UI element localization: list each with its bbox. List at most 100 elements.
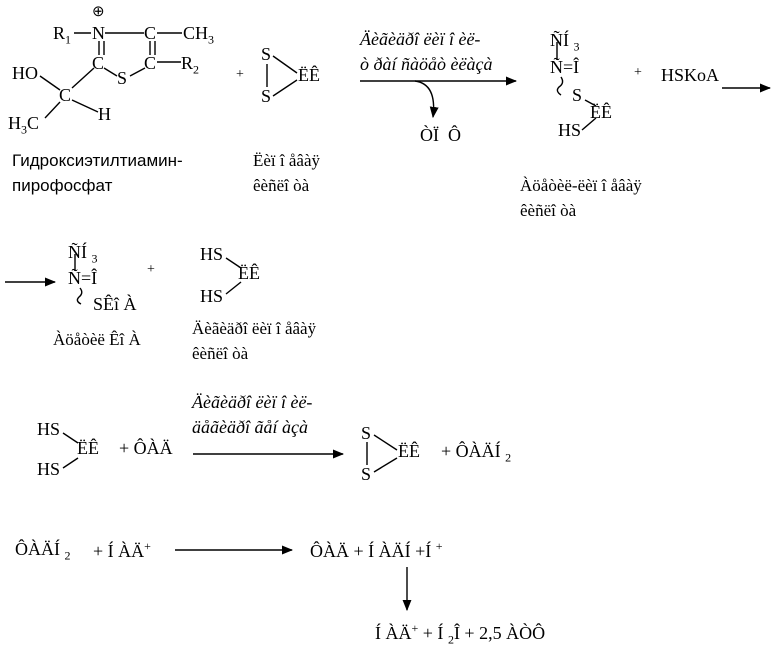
nad-superscript: + (144, 539, 151, 553)
lipoic-name-line1: Ëèï î åâàÿ (253, 151, 321, 170)
positive-charge-symbol: ⊕ (92, 4, 105, 20)
bond-hs-lk (581, 117, 597, 131)
lipoic-lk-label: ËÊ (298, 65, 320, 85)
bond-calpha-h (71, 99, 99, 113)
fad-nadh-products: ÔÀÄ + Í ÀÄÍ +Í + (310, 540, 443, 560)
r1-subscript: 1 (65, 32, 72, 47)
acetyl-lipoic-sulfur: S (572, 85, 583, 105)
acetyl-carbonyl: Ñ=Î (550, 57, 580, 77)
acetyl-lipoic-lk: ËÊ (590, 102, 612, 122)
final-water-subscript: 2 (447, 632, 454, 647)
fadh2-text: + ÔÀÄÍ (441, 441, 501, 461)
acetylcoa-subscript: 3 (91, 251, 98, 266)
lipoic-name-line2: êèñëî òà (253, 176, 310, 195)
methyl-group: CH3 (183, 24, 214, 46)
wavy-bond-acyl (556, 76, 564, 96)
oxidized-lipoamide-lk: ËÊ (398, 441, 420, 461)
methyl-ch: CH (183, 23, 209, 43)
methyl-subscript: 3 (208, 32, 215, 47)
r2-substituent: R2 (181, 54, 199, 76)
thiazolium-c2: C (92, 53, 105, 73)
alpha-carbon: C (59, 85, 72, 105)
final-nad-superscript: + (411, 621, 419, 635)
bond-s-lk (584, 99, 597, 107)
final-nad-text: Í ÀÄ (375, 623, 412, 643)
thiazolium-c5: C (144, 53, 157, 73)
acetyl-ch: ÑÍ (550, 30, 569, 50)
arrow-tpp-release (414, 80, 439, 119)
bond-s-lk-bottom-r3 (373, 457, 398, 473)
hydroxyl-group: HO (12, 63, 38, 83)
acetylcoa-ch3: ÑÍ 3 (68, 243, 98, 265)
lipoic-sulfur-top: S (261, 44, 272, 64)
acetyl-lipoic-name-line1: Àöåòèë-ëèï î åâàÿ (520, 176, 642, 195)
plus-sign: + (147, 262, 155, 277)
released-tpp-a: ÒÏ (420, 125, 439, 145)
bond-c2-s (103, 67, 118, 77)
h3c-subscript: 3 (21, 122, 27, 137)
fadh2-reactant: ÔÀÄÍ 2 (15, 540, 71, 562)
alpha-hydrogen: H (98, 104, 111, 124)
bond-hs-lk-bottom-r3 (62, 457, 79, 469)
hskoa-label: HSKoA (661, 65, 720, 85)
tpp-name-line2: пирофосфат (12, 176, 113, 195)
dihydrolipoic-hs-top: HS (200, 244, 224, 264)
methyl-h3c: H3C (8, 114, 39, 136)
fad-nadh-text: ÔÀÄ + Í ÀÄÍ +Í (310, 541, 432, 561)
bond-calpha-ch3 (44, 101, 61, 119)
acetylcoa-skoa: SÊî À (93, 294, 137, 314)
bond-s-lk-top-r3 (373, 434, 398, 451)
plus-fadh2: + ÔÀÄÍ 2 (441, 442, 511, 464)
final-water-atp: Î + 2,5 ÀÒÔ (453, 623, 546, 643)
r1-letter: R (53, 23, 66, 43)
bond-oh-calpha (39, 75, 61, 91)
plus-sign: + (634, 65, 642, 80)
bond-hs-lk-top (225, 257, 242, 269)
wavy-bond-acetylcoa (76, 287, 83, 305)
oxidized-lipoamide-s-bottom: S (361, 464, 372, 484)
acetyl-subscript: 3 (573, 39, 580, 54)
proton-superscript: + (435, 539, 443, 553)
enzyme1-line1: Äèãèäðî ëèï î èë- (360, 29, 481, 49)
thiazolium-sulfur: S (117, 68, 128, 88)
h3c-c: C (27, 113, 40, 133)
acetyl-lipoic-hs: HS (558, 120, 582, 140)
acetylcoa-ch: ÑÍ (68, 242, 87, 262)
dihydrolipoic-name-line1: Äèãèäðî ëèï î åâàÿ (192, 319, 317, 338)
tpp-name-line1: Гидроксиэтилтиамин- (12, 151, 183, 170)
thiazolium-nitrogen: N (92, 23, 105, 43)
released-tpp-b: Ô (448, 125, 461, 145)
plus-sign: + (236, 67, 244, 82)
bond-hs-lk-top-r3 (62, 432, 79, 444)
bond-c2-calpha (71, 67, 95, 89)
enzyme1-line2: ò ðàí ñàöåò èëàçà (360, 54, 493, 74)
dihydrolipoic-hs-bottom: HS (200, 286, 224, 306)
plus-fad: + ÔÀÄ (119, 438, 173, 458)
acetyl-ch3-label: ÑÍ 3 (550, 31, 580, 53)
r2-subscript: 2 (193, 62, 200, 77)
fadh2-subscript: 2 (64, 548, 71, 563)
reduced-lipoamide-hs-top: HS (37, 419, 61, 439)
bond-s-lk-top (272, 55, 298, 74)
final-water-h: + Í (422, 623, 444, 643)
fadh2-subscript: 2 (505, 450, 512, 465)
acetylcoa-name: Àöåòèë Êî À (53, 330, 141, 349)
fadh2-text: ÔÀÄÍ (15, 539, 60, 559)
bond-s-lk-bottom (272, 79, 298, 97)
reduced-lipoamide-hs-bottom: HS (37, 459, 61, 479)
final-products: Í ÀÄ+ + Í 2Î + 2,5 ÀÒÔ (375, 622, 545, 646)
acetylcoa-carbonyl: Ñ=Î (68, 268, 98, 288)
acetyl-lipoic-name-line2: êèñëî òà (520, 201, 577, 220)
nad-text: + Í ÀÄ (93, 541, 145, 561)
dihydrolipoic-name-line2: êèñëî òà (192, 344, 249, 363)
oxidized-lipoamide-s-top: S (361, 423, 372, 443)
nad-plus-reactant: + Í ÀÄ+ (93, 540, 151, 560)
h3c-h: H (8, 113, 21, 133)
reduced-lipoamide-lk: ËÊ (77, 438, 99, 458)
enzyme2-line2: äåãèäðî ãåí àçà (192, 417, 308, 437)
dihydrolipoic-lk: ËÊ (238, 263, 260, 283)
r1-substituent: R1 (53, 24, 71, 46)
enzyme2-line1: Äèãèäðî ëèï î èë- (192, 392, 313, 412)
thiazolium-c4: C (144, 23, 157, 43)
